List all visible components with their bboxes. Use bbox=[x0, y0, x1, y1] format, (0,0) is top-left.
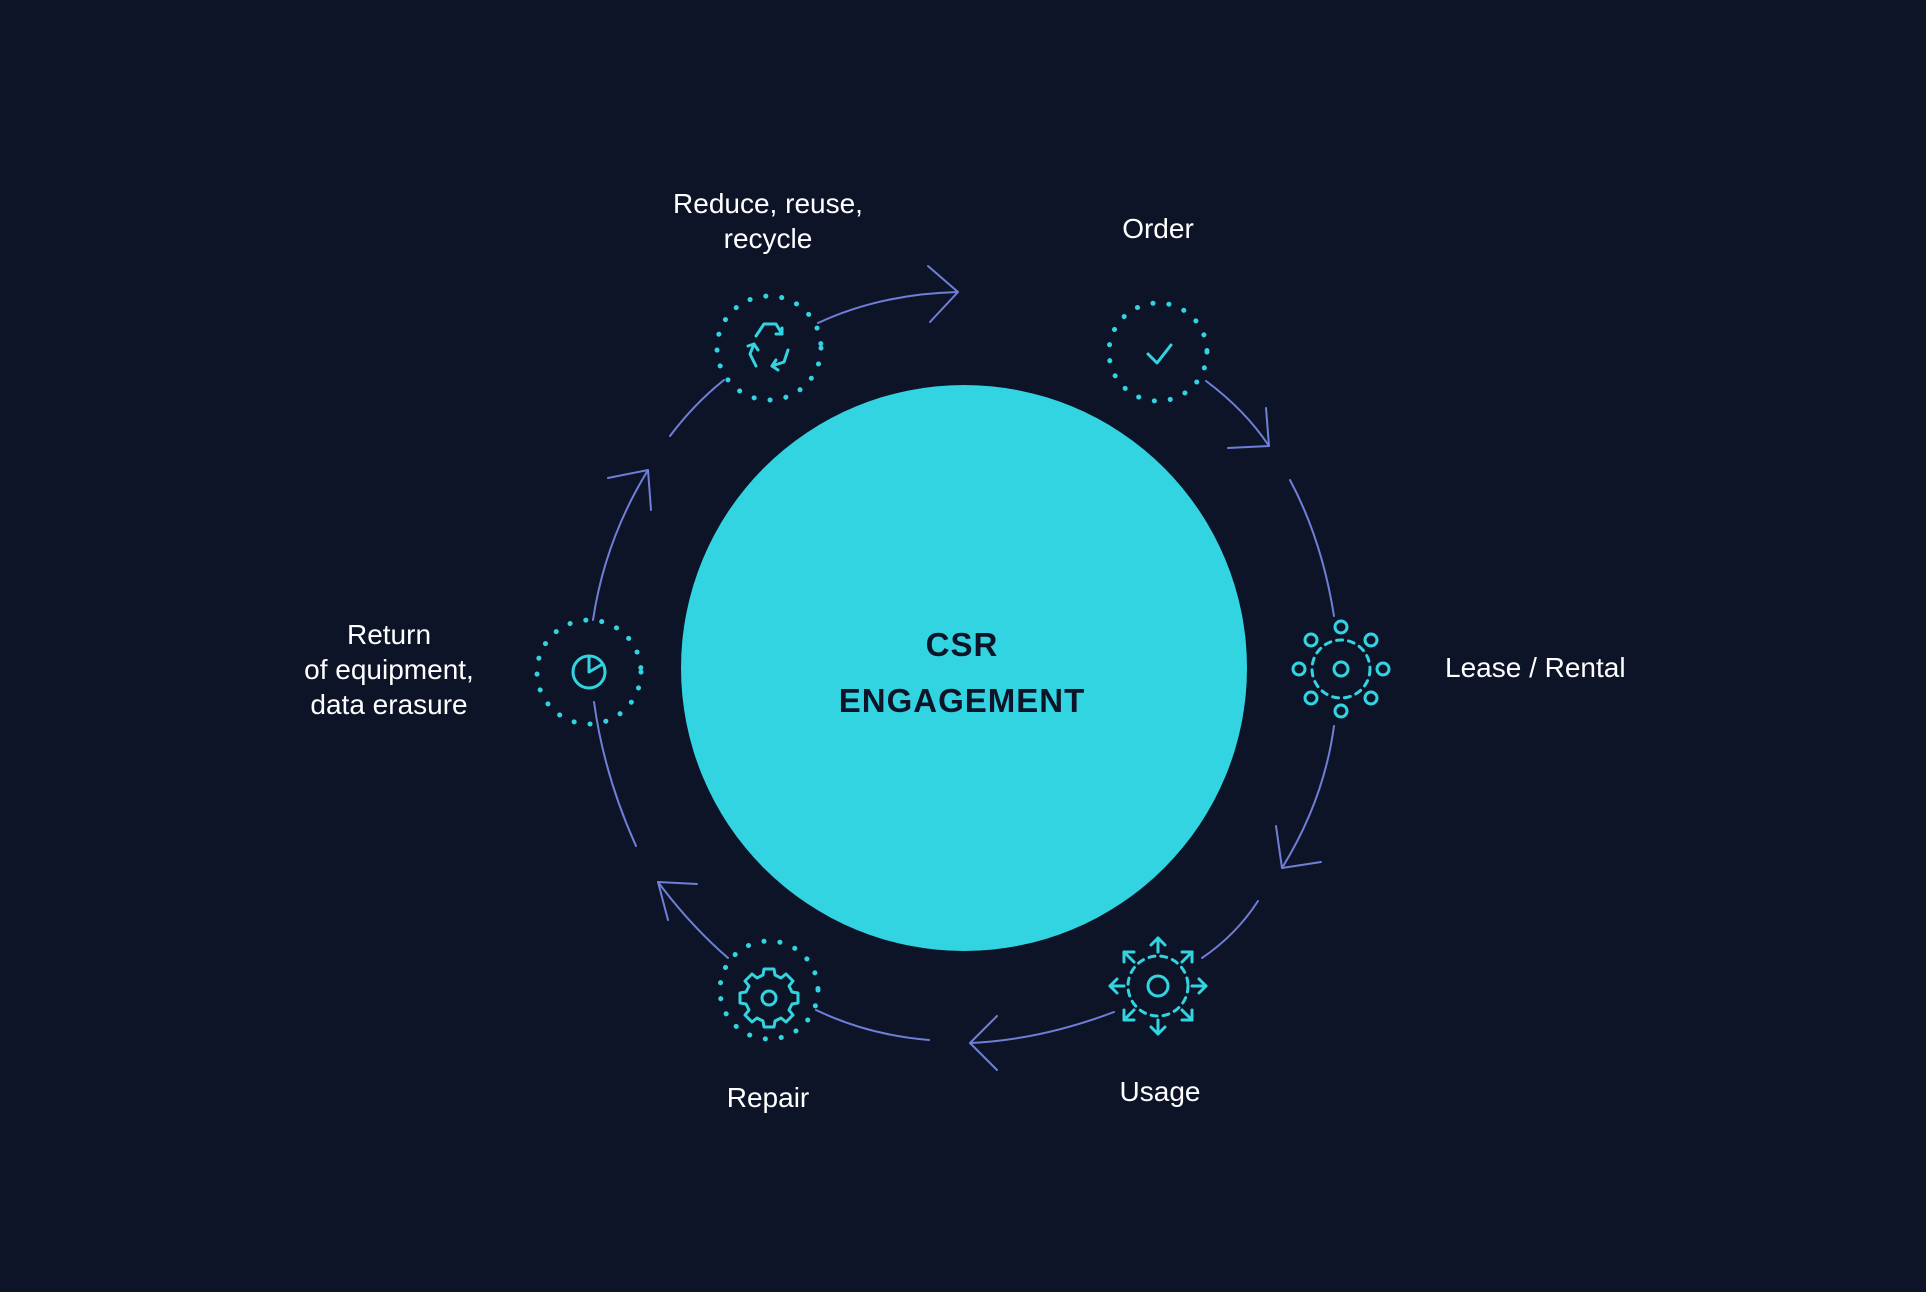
label-repair: Repair bbox=[726, 1082, 810, 1113]
arrow-reduce-top bbox=[669, 379, 725, 437]
label-reduce-reuse-recycle: Reduce, reuse, recycle bbox=[618, 186, 918, 256]
gear-icon bbox=[717, 938, 821, 1042]
label-return-line-1: Return bbox=[346, 619, 432, 650]
arrow-repair-to-return-upper bbox=[657, 881, 729, 959]
arrow-return-to-reduce-upper bbox=[592, 469, 652, 621]
arrow-usage-to-repair bbox=[1201, 900, 1259, 959]
arrow-usage-to-repair-lower bbox=[969, 1011, 1115, 1071]
arrow-lease-to-usage bbox=[1289, 479, 1335, 617]
center-circle bbox=[681, 385, 1247, 951]
arrow-reduce-to-order bbox=[817, 265, 959, 324]
label-lease-rental: Lease / Rental bbox=[1445, 652, 1626, 683]
timer-icon bbox=[534, 617, 644, 727]
center-title: CSR ENGAGEMENT bbox=[682, 617, 1242, 729]
arrow-lease-to-usage-lower bbox=[1275, 725, 1335, 869]
arrow-repair-to-return bbox=[815, 1009, 930, 1041]
recycle-icon bbox=[714, 293, 824, 403]
label-return-equipment: Return of equipment, data erasure bbox=[239, 617, 539, 722]
label-reduce-line-2: recycle bbox=[723, 223, 813, 254]
label-return-line-3: data erasure bbox=[310, 689, 468, 720]
label-return-line-2: of equipment, bbox=[304, 654, 474, 685]
arrow-return-to-reduce bbox=[593, 701, 637, 847]
expand-arrows-icon bbox=[1108, 936, 1208, 1036]
center-title-line-2: ENGAGEMENT bbox=[838, 682, 1086, 719]
label-usage: Usage bbox=[1119, 1076, 1201, 1107]
dots-cluster-icon bbox=[1291, 619, 1391, 719]
checkmark-icon bbox=[1106, 300, 1210, 404]
label-reduce-line-1: Reduce, reuse, bbox=[673, 188, 863, 219]
label-order: Order bbox=[1122, 213, 1194, 244]
center-title-line-1: CSR bbox=[925, 626, 999, 663]
arrow-order-to-lease bbox=[1205, 380, 1270, 449]
